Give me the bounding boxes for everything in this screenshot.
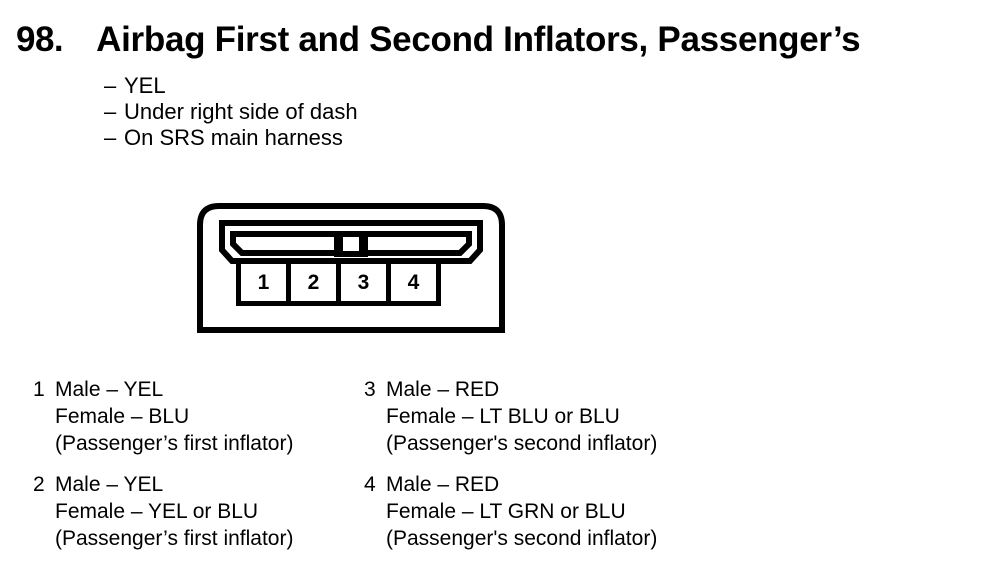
connector-pin-4: 4 xyxy=(386,259,441,306)
legend-note-line: (Passenger's second inflator) xyxy=(386,432,658,455)
legend-note-line: (Passenger’s first inflator) xyxy=(55,432,294,455)
detail-bullet-list: – YEL – Under right side of dash – On SR… xyxy=(104,73,358,151)
dash-icon: – xyxy=(104,99,117,124)
list-item-label: YEL xyxy=(124,73,166,98)
legend-entry-lines: Male – RED Female – LT GRN or BLU (Passe… xyxy=(386,471,657,552)
connector-diagram: 1 2 3 4 xyxy=(197,203,505,333)
list-item: – YEL xyxy=(104,73,358,99)
list-item: – Under right side of dash xyxy=(104,99,358,125)
list-item-label: On SRS main harness xyxy=(124,125,343,150)
legend-male-line: Male – RED xyxy=(386,473,500,496)
legend-entry-1: 1 Male – YEL Female – BLU (Passenger’s f… xyxy=(33,376,293,457)
dash-icon: – xyxy=(104,73,117,98)
legend-entry-4: 4 Male – RED Female – LT GRN or BLU (Pas… xyxy=(364,471,657,552)
page-title: 98. Airbag First and Second Inflators, P… xyxy=(16,20,861,60)
legend-entry-3: 3 Male – RED Female – LT BLU or BLU (Pas… xyxy=(364,376,657,457)
legend-entry-number: 2 xyxy=(33,473,45,496)
connector-pin-2: 2 xyxy=(286,259,341,306)
legend-female-line: Female – YEL or BLU xyxy=(55,500,259,523)
dash-icon: – xyxy=(104,125,117,150)
connector-pin-1: 1 xyxy=(236,259,291,306)
list-item: – On SRS main harness xyxy=(104,125,358,151)
legend-note-line: (Passenger’s first inflator) xyxy=(55,527,294,550)
pin-legend-left-column: 1 Male – YEL Female – BLU (Passenger’s f… xyxy=(33,376,293,566)
legend-female-line: Female – BLU xyxy=(55,405,190,428)
legend-female-line: Female – LT BLU or BLU xyxy=(386,405,620,428)
list-item-label: Under right side of dash xyxy=(124,99,358,124)
legend-male-line: Male – YEL xyxy=(55,473,164,496)
connector-pin-3: 3 xyxy=(336,259,391,306)
legend-entry-lines: Male – RED Female – LT BLU or BLU (Passe… xyxy=(386,376,657,457)
legend-entry-lines: Male – YEL Female – YEL or BLU (Passenge… xyxy=(55,471,293,552)
page-title-number: 98. xyxy=(16,20,64,59)
legend-female-line: Female – LT GRN or BLU xyxy=(386,500,626,523)
legend-male-line: Male – RED xyxy=(386,378,500,401)
legend-male-line: Male – YEL xyxy=(55,378,164,401)
legend-note-line: (Passenger's second inflator) xyxy=(386,527,658,550)
legend-entry-number: 1 xyxy=(33,378,45,401)
page-title-text: Airbag First and Second Inflators, Passe… xyxy=(96,20,861,59)
legend-entry-number: 3 xyxy=(364,378,376,401)
connector-pin-row: 1 2 3 4 xyxy=(236,259,441,306)
legend-entry-number: 4 xyxy=(364,473,376,496)
legend-entry-lines: Male – YEL Female – BLU (Passenger’s fir… xyxy=(55,376,293,457)
legend-entry-2: 2 Male – YEL Female – YEL or BLU (Passen… xyxy=(33,471,293,552)
connector-shell-outline xyxy=(197,203,505,333)
pin-legend-right-column: 3 Male – RED Female – LT BLU or BLU (Pas… xyxy=(364,376,657,566)
